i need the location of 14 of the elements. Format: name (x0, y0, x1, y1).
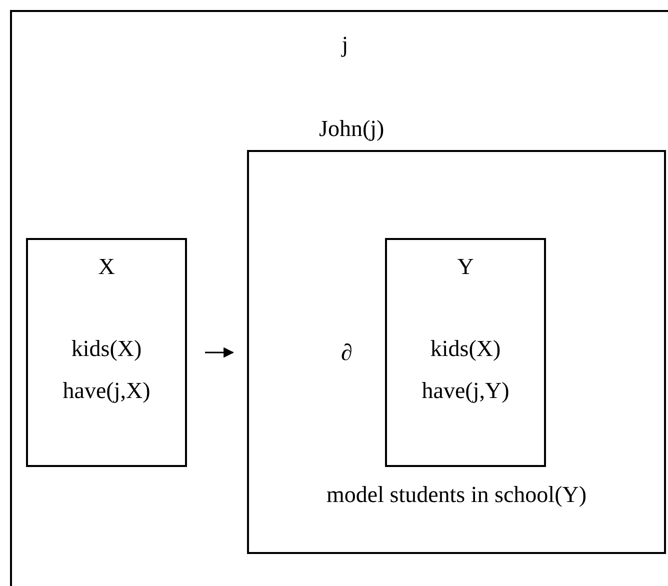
variable-label: X (97, 254, 116, 280)
condition-text: kids(X) (429, 336, 502, 362)
arrow (205, 347, 234, 358)
condition-text: have(j,Y) (420, 378, 510, 404)
drs-box (26, 238, 187, 467)
drs-box (10, 10, 668, 586)
operator-symbol: ∂ (341, 340, 352, 366)
heading-text: John(j) (319, 116, 384, 142)
variable-label: Y (456, 254, 475, 280)
condition-text: model students in school(Y) (326, 482, 588, 508)
drs-box (385, 238, 546, 467)
variable-label: j (340, 32, 350, 58)
condition-text: have(j,X) (62, 378, 152, 404)
condition-text: kids(X) (70, 336, 143, 362)
